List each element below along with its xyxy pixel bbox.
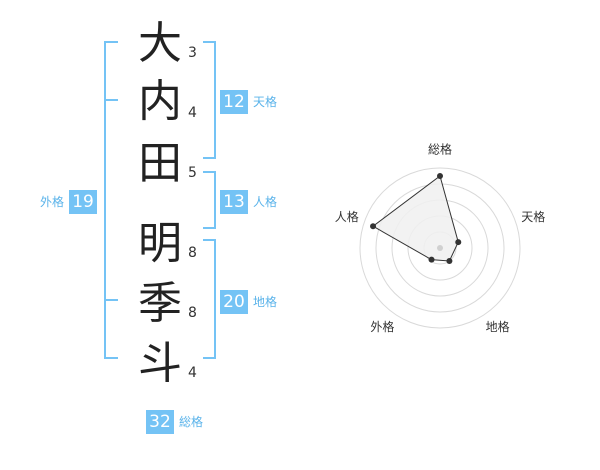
stroke-count-6: 4: [188, 365, 197, 381]
gaikaku-badge: 外格 19: [40, 190, 98, 214]
stroke-count-2: 4: [188, 105, 197, 121]
chikaku-value: 20: [220, 290, 248, 314]
name-char-3: 田: [138, 138, 182, 189]
name-char-5: 季: [138, 278, 182, 329]
name-char-4: 明: [138, 218, 182, 269]
radar-point: [455, 239, 462, 246]
jinkaku-badge: 13 人格: [220, 190, 277, 214]
radar-point: [370, 223, 377, 230]
radar-axis-label: 人格: [335, 209, 359, 224]
name-char-2: 内: [138, 76, 182, 127]
radar-point: [428, 256, 435, 263]
stroke-count-1: 3: [188, 45, 197, 61]
tenkaku-bracket: [203, 41, 216, 159]
tenkaku-value: 12: [220, 90, 248, 114]
stroke-count-3: 5: [188, 165, 197, 181]
gaikaku-value: 19: [69, 190, 98, 214]
gaikaku-bracket: [104, 41, 118, 359]
radar-polygon: [372, 175, 459, 262]
radar-point: [446, 257, 453, 264]
tenkaku-label: 天格: [253, 95, 278, 109]
radar-point: [437, 173, 443, 179]
stroke-count-5: 8: [188, 305, 197, 321]
soukaku-label: 総格: [179, 415, 204, 429]
name-char-1: 大: [138, 18, 182, 69]
jinkaku-bracket: [203, 171, 216, 229]
chikaku-label: 地格: [253, 295, 278, 309]
radar-axis-label: 天格: [521, 209, 545, 224]
radar-center-dot: [437, 245, 443, 251]
radar-axis-label: 外格: [370, 319, 394, 334]
radar-grid-ring: [359, 167, 521, 329]
name-char-6: 斗: [138, 338, 182, 389]
radar-axis-label: 総格: [428, 142, 452, 157]
stroke-count-4: 8: [188, 245, 197, 261]
chikaku-bracket: [203, 239, 216, 359]
chikaku-badge: 20 地格: [220, 290, 277, 314]
jinkaku-value: 13: [220, 190, 248, 214]
soukaku-value: 32: [146, 410, 174, 434]
radar-axis-label: 地格: [486, 319, 510, 334]
jinkaku-label: 人格: [253, 195, 278, 209]
tenkaku-badge: 12 天格: [220, 90, 277, 114]
gaikaku-label: 外格: [40, 195, 65, 209]
soukaku-badge: 32 総格: [146, 410, 203, 434]
